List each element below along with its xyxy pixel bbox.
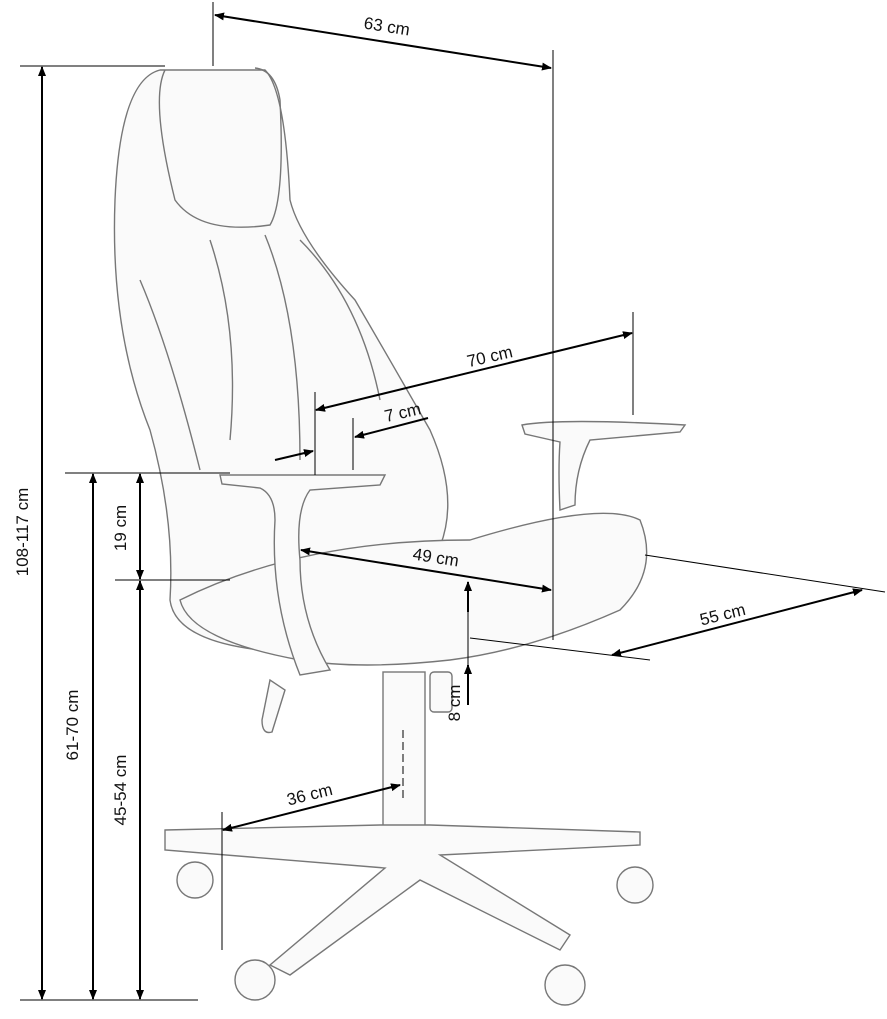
extension-lines: [20, 2, 886, 1001]
label-63: 63 cm: [363, 14, 412, 40]
dim-55: [611, 588, 863, 657]
gas-cylinder: [382, 671, 426, 833]
chair-sketch: [113, 67, 687, 1006]
dim-49: [300, 547, 552, 593]
label-108-117: 108-117 cm: [13, 488, 32, 577]
dim-70: [315, 331, 633, 412]
dimension-arrows: [38, 12, 863, 1000]
label-36: 36 cm: [285, 780, 335, 810]
dim-36: [222, 783, 401, 832]
label-8: 8 cm: [445, 685, 464, 722]
right-armrest: [521, 420, 687, 511]
label-19: 19 cm: [111, 505, 130, 551]
dim-7-right: [354, 417, 429, 439]
headrest: [158, 67, 282, 228]
dim-63: [214, 12, 552, 71]
label-61-70: 61-70 cm: [63, 690, 82, 761]
label-55: 55 cm: [698, 600, 748, 630]
base: [164, 824, 641, 976]
caster: [176, 861, 214, 899]
left-armrest: [219, 474, 387, 676]
caster: [234, 959, 276, 1001]
caster: [616, 866, 654, 904]
dim-7-left: [274, 449, 314, 461]
dimension-labels: 63 cm 108-117 cm 61-70 cm 45-54 cm 19 cm…: [13, 14, 747, 826]
caster: [544, 964, 586, 1006]
label-45-54: 45-54 cm: [111, 755, 130, 826]
